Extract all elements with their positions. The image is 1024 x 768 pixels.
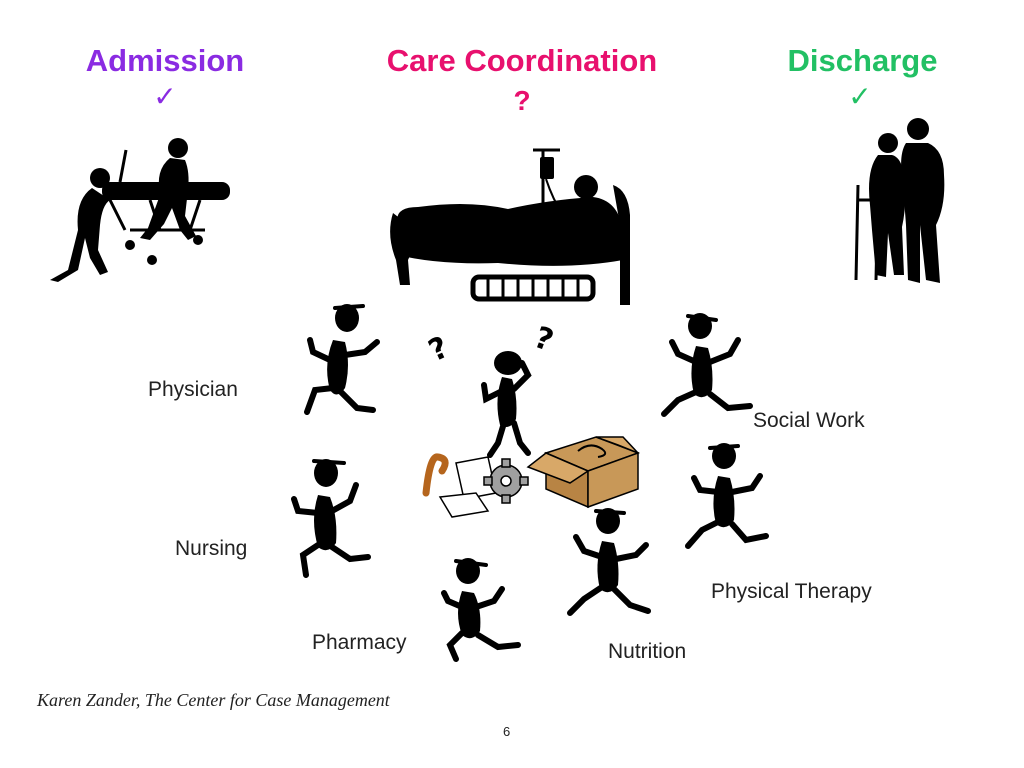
stretcher-admission-icon bbox=[50, 138, 230, 282]
role-label-physician: Physician bbox=[148, 378, 238, 401]
discharge-heading: Discharge bbox=[787, 43, 938, 78]
role-label-nutrition: Nutrition bbox=[608, 640, 687, 663]
role-label-social-work: Social Work bbox=[753, 409, 865, 432]
role-label-pharmacy: Pharmacy bbox=[312, 631, 407, 654]
role-label-nursing: Nursing bbox=[175, 537, 248, 560]
page-number: 6 bbox=[503, 724, 511, 739]
question-mark-left: ? bbox=[423, 329, 454, 370]
confused-figure bbox=[481, 351, 532, 458]
nursing-runner-figure bbox=[291, 459, 371, 578]
discharge-check-icon: ✓ bbox=[848, 81, 872, 112]
pharmacy-runner-figure bbox=[441, 558, 521, 662]
care-coordination-question-icon: ? bbox=[513, 85, 531, 116]
role-label-physical-therapy: Physical Therapy bbox=[711, 580, 872, 603]
question-mark-right: ? bbox=[529, 320, 558, 359]
care-coordination-heading: Care Coordination bbox=[386, 43, 658, 78]
elderly-couple-discharge-icon bbox=[854, 118, 945, 283]
admission-heading: Admission bbox=[85, 43, 245, 78]
physical-therapy-runner-figure bbox=[685, 443, 769, 549]
social-work-runner-figure bbox=[661, 313, 753, 417]
scattered-tools-icon bbox=[422, 436, 641, 518]
physician-runner-figure bbox=[304, 304, 380, 415]
footer-credit: Karen Zander, The Center for Case Manage… bbox=[37, 690, 390, 710]
hospital-bed-icon bbox=[390, 148, 630, 305]
admission-check-icon: ✓ bbox=[153, 81, 177, 112]
nutrition-runner-figure bbox=[567, 508, 651, 616]
